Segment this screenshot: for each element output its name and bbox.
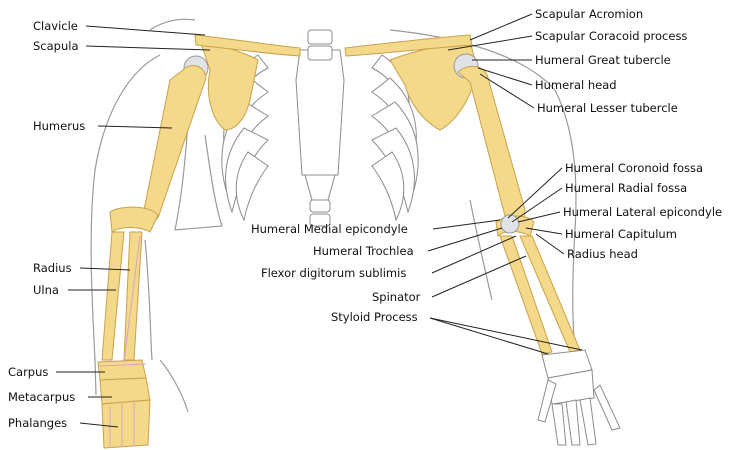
labels-center: Humeral Medial epicondyle Humeral Trochl… <box>251 222 421 324</box>
label-humeral-capitulum: Humeral Capitulum <box>565 227 677 241</box>
left-metacarpus <box>99 377 151 405</box>
right-clavicle <box>344 34 473 57</box>
label-humerus: Humerus <box>33 119 85 133</box>
left-arm-cartilage <box>99 235 147 446</box>
left-ulna <box>101 231 125 361</box>
label-humeral-radial-fossa: Humeral Radial fossa <box>565 181 687 195</box>
label-radius: Radius <box>33 261 72 275</box>
left-scapula <box>199 39 259 131</box>
label-metacarpus: Metacarpus <box>8 390 75 404</box>
labels-left: Clavicle Scapula Humerus Radius Ulna Car… <box>8 19 85 430</box>
spine <box>307 29 333 227</box>
label-humeral-medial-epicondyle: Humeral Medial epicondyle <box>251 222 408 236</box>
label-scapular-coracoid-process: Scapular Coracoid process <box>535 29 687 43</box>
label-humeral-coronoid-fossa: Humeral Coronoid fossa <box>565 161 703 175</box>
label-carpus: Carpus <box>8 365 48 379</box>
label-scapular-acromion: Scapular Acromion <box>535 7 643 21</box>
rib-cage <box>221 49 419 222</box>
right-ulna <box>499 235 553 355</box>
leader-lines <box>56 13 583 428</box>
label-humeral-lateral-epicondyle: Humeral Lateral epicondyle <box>563 205 722 219</box>
label-phalanges: Phalanges <box>8 416 67 430</box>
label-clavicle: Clavicle <box>33 19 78 33</box>
right-hand <box>537 349 621 446</box>
label-humeral-trochlea: Humeral Trochlea <box>313 244 414 258</box>
left-phalanges <box>101 399 151 449</box>
left-arm-bones <box>97 34 301 449</box>
label-flexor-digitorum-sublimis: Flexor digitorum sublimis <box>261 266 406 280</box>
left-clavicle <box>194 34 301 57</box>
left-carpus <box>97 359 147 381</box>
label-humeral-great-tubercle: Humeral Great tubercle <box>535 53 671 67</box>
right-arm-bones <box>344 34 581 355</box>
left-humerus <box>141 65 207 224</box>
label-scapula: Scapula <box>33 39 79 53</box>
labels-right: Scapular Acromion Scapular Coracoid proc… <box>535 7 722 261</box>
label-styloid-process: Styloid Process <box>331 310 418 324</box>
right-humeral-epicondyle <box>500 214 520 234</box>
left-elbow <box>109 206 159 233</box>
label-humeral-head: Humeral head <box>535 78 617 92</box>
label-radius-head: Radius head <box>567 247 638 261</box>
label-humeral-lesser-tubercle: Humeral Lesser tubercle <box>537 101 678 115</box>
label-ulna: Ulna <box>33 283 59 297</box>
label-spinator: Spinator <box>372 290 421 304</box>
